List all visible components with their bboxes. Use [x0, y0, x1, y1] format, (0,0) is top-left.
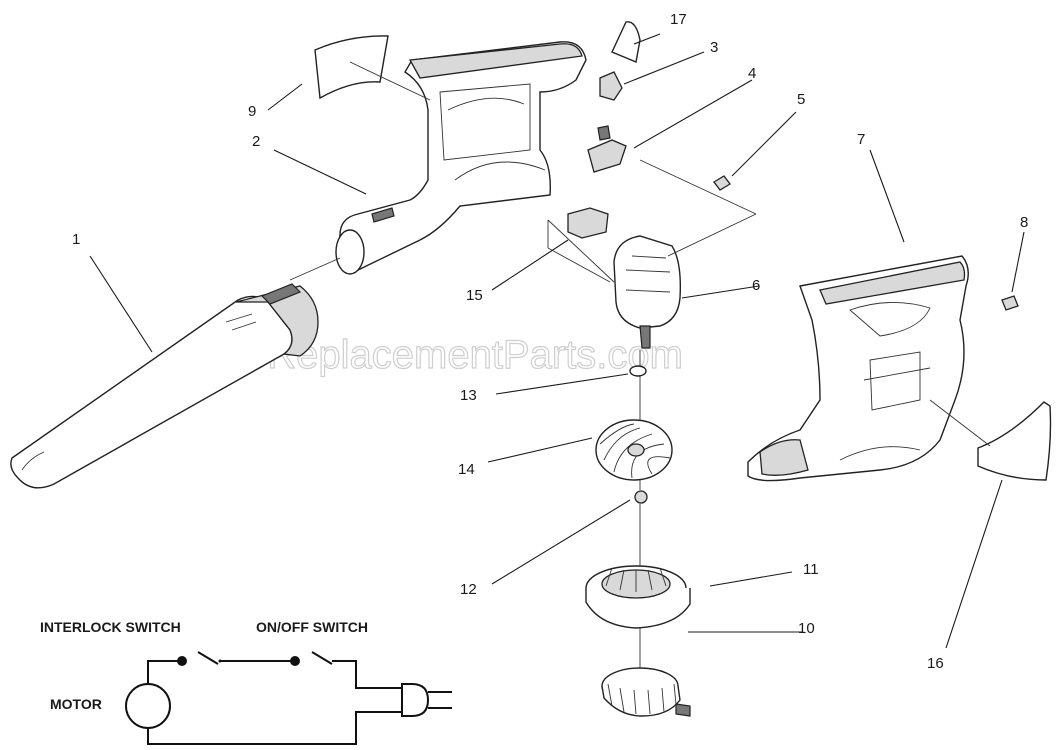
label-part-17: 17	[670, 11, 687, 28]
part-upper-housing	[335, 41, 587, 275]
label-part-8: 8	[1020, 214, 1028, 231]
label-part-7: 7	[857, 131, 865, 148]
label-part-12: 12	[460, 581, 477, 598]
on-off-switch-contact-left	[290, 656, 300, 666]
label-part-2: 2	[252, 133, 260, 150]
label-part-4: 4	[748, 65, 756, 82]
part-interlock-switch	[587, 125, 627, 173]
label-part-9: 9	[248, 103, 256, 120]
on-off-switch-label: ON/OFF SWITCH	[256, 619, 368, 635]
part-fan-housing	[585, 565, 691, 629]
label-part-11: 11	[803, 561, 819, 578]
motor-label: MOTOR	[50, 696, 102, 712]
wiring-schematic: INTERLOCK SWITCH ON/OFF SWITCH MOTOR	[40, 619, 452, 745]
part-motor	[613, 235, 682, 349]
plug-symbol	[401, 683, 430, 717]
label-part-13: 13	[460, 387, 477, 404]
interlock-switch-label: INTERLOCK SWITCH	[40, 619, 181, 635]
label-part-1: 1	[72, 231, 80, 248]
label-part-5: 5	[797, 91, 805, 108]
motor-symbol	[125, 683, 171, 729]
part-blower-tube	[10, 283, 319, 489]
label-part-14: 14	[458, 461, 475, 478]
part-small-screw	[1001, 295, 1019, 311]
part-on-off-switch	[567, 207, 609, 239]
interlock-switch-symbol	[197, 651, 219, 665]
part-screw	[713, 175, 731, 191]
part-nut	[634, 490, 648, 504]
leader-lines	[89, 33, 1025, 668]
label-part-10: 10	[798, 620, 815, 637]
on-off-switch-symbol	[311, 651, 333, 665]
interlock-switch-contact-left	[177, 656, 187, 666]
label-part-15: 15	[466, 287, 483, 304]
part-impeller-cage	[601, 667, 691, 717]
part-deflector-vane	[314, 35, 389, 100]
label-part-3: 3	[710, 39, 718, 56]
label-part-6: 6	[752, 277, 760, 294]
part-switch-clip	[599, 71, 623, 101]
part-washer	[629, 365, 647, 377]
part-small-deflector	[611, 21, 641, 63]
watermark-text: eReplacementParts.com	[245, 333, 683, 377]
part-side-deflector	[977, 401, 1052, 481]
label-part-16: 16	[927, 655, 944, 672]
part-blower-assembly	[747, 255, 969, 482]
part-number-labels: 1 2 3 4 5 6 7 8 9 10 11 12 13 14 15 16 1…	[72, 11, 1028, 672]
part-impeller	[595, 419, 673, 481]
